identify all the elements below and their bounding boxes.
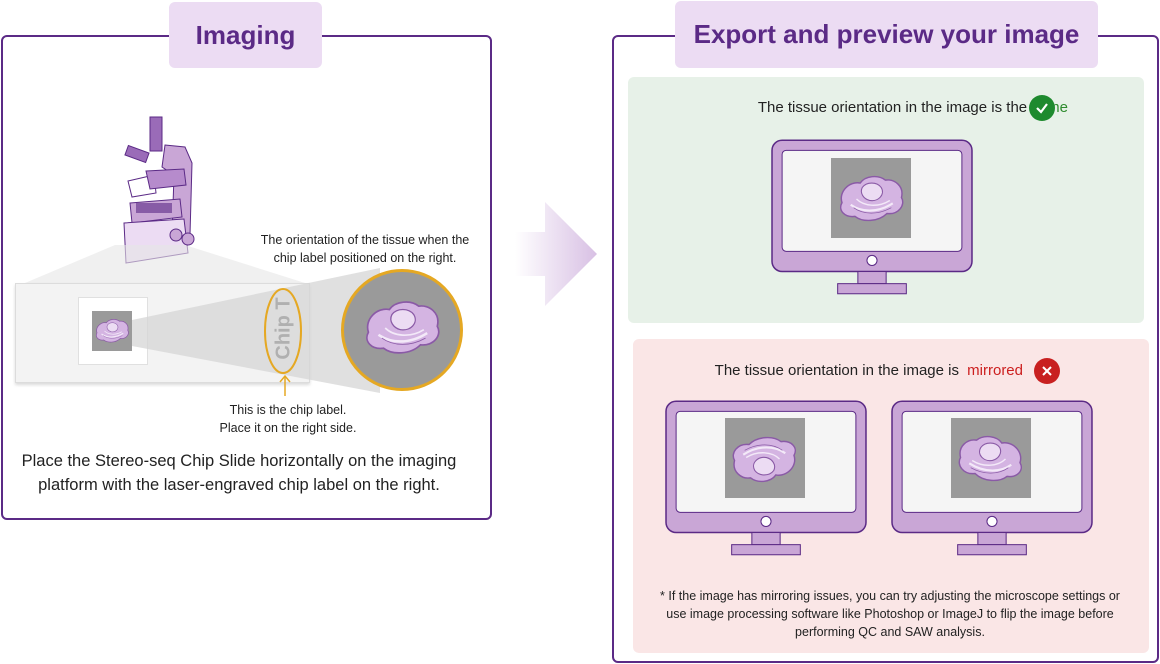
same-tissue-icon bbox=[834, 170, 908, 228]
mirrored-tissue-icon-2 bbox=[954, 430, 1028, 488]
chip-label-ellipse bbox=[264, 288, 302, 374]
orientation-note-text: The orientation of the tissue when the c… bbox=[260, 233, 470, 265]
chip-tissue-icon bbox=[93, 316, 131, 346]
mirrored-tissue-icon-1 bbox=[728, 430, 802, 488]
chip-label-note-line1: This is the chip label. bbox=[229, 403, 347, 417]
cross-icon bbox=[1034, 358, 1060, 384]
imaging-instruction: Place the Stereo-seq Chip Slide horizont… bbox=[8, 449, 470, 497]
footnote-line3: performing QC and SAW analysis. bbox=[795, 625, 985, 639]
mirroring-footnote: * If the image has mirroring issues, you… bbox=[640, 587, 1140, 641]
mirrored-orientation-text: The tissue orientation in the image is m… bbox=[633, 362, 1023, 379]
mirrored-text: The tissue orientation in the image is bbox=[714, 362, 959, 379]
footnote-line1: * If the image has mirroring issues, you… bbox=[660, 589, 1120, 603]
export-title: Export and preview your image bbox=[675, 1, 1098, 68]
footnote-line2: use image processing software like Photo… bbox=[666, 607, 1114, 621]
same-text: The tissue orientation in the image is t… bbox=[757, 99, 1028, 116]
imaging-title: Imaging bbox=[169, 2, 322, 68]
light-beam bbox=[25, 245, 305, 283]
same-orientation-text: The tissue orientation in the image is t… bbox=[628, 99, 1068, 116]
flow-arrow-icon bbox=[515, 202, 597, 306]
imaging-instruction-line2: platform with the laser-engraved chip la… bbox=[38, 476, 440, 494]
imaging-instruction-line1: Place the Stereo-seq Chip Slide horizont… bbox=[21, 452, 457, 470]
chip-label-note-line2: Place it on the right side. bbox=[219, 421, 357, 435]
zoom-tissue-icon bbox=[360, 294, 444, 362]
chip-label-arrow bbox=[279, 374, 291, 396]
chip-label-text: Chip T bbox=[272, 297, 295, 360]
mirrored-keyword: mirrored bbox=[967, 362, 1023, 379]
zoom-beam bbox=[132, 268, 380, 393]
orientation-note: The orientation of the tissue when the c… bbox=[255, 231, 475, 267]
check-icon bbox=[1029, 95, 1055, 121]
chip-label-note: This is the chip label. Place it on the … bbox=[188, 401, 388, 437]
